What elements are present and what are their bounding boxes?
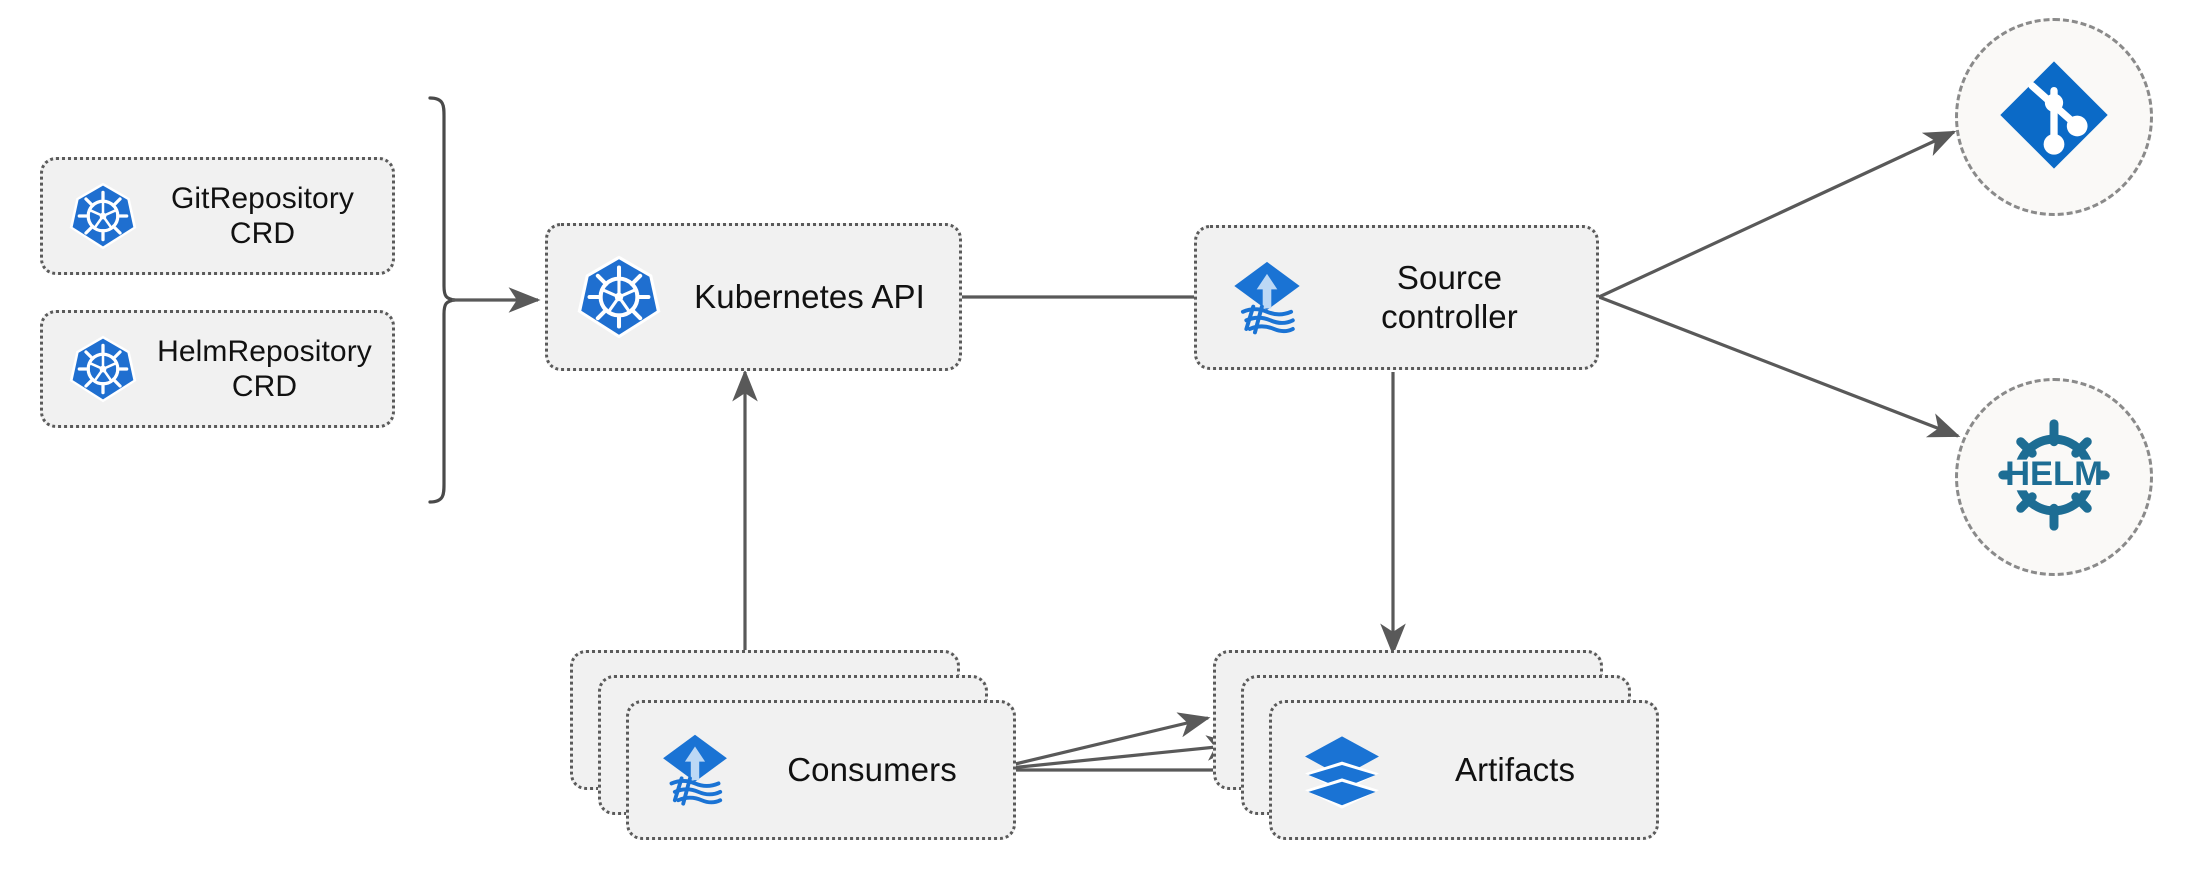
node-label: Artifacts (1454, 750, 1576, 788)
node-label: GitRepository CRD (170, 181, 355, 250)
node-label: Kubernetes API (694, 277, 925, 315)
node-source-controller[interactable]: Source controller (1194, 225, 1599, 370)
kubernetes-icon (57, 332, 149, 406)
node-kubernetes-api[interactable]: Kubernetes API (545, 223, 962, 371)
edge-source-to-git (1598, 130, 1957, 299)
node-gitrepository-crd[interactable]: GitRepository CRD (40, 157, 395, 275)
flux-source-icon (643, 728, 747, 812)
flux-source-icon (1213, 255, 1321, 341)
edge-source-to-helm (1598, 295, 1961, 438)
node-label: HelmRepository CRD (157, 334, 372, 403)
helm-icon: HELM (1990, 411, 2118, 544)
git-icon (1993, 54, 2115, 181)
node-helm-provider[interactable]: HELM (1955, 378, 2153, 576)
kubernetes-icon (564, 251, 674, 343)
node-git-provider[interactable] (1955, 18, 2153, 216)
kubernetes-icon (57, 179, 149, 253)
node-consumers[interactable]: Consumers (626, 700, 1016, 840)
edge-consumers-to-artifact-mid (989, 735, 1239, 772)
layers-icon (1290, 728, 1394, 812)
crd-bracket (428, 96, 541, 504)
node-label: Source controller (1381, 258, 1518, 335)
node-label: Consumers (787, 750, 957, 788)
helm-wordmark: HELM (2005, 455, 2103, 493)
node-artifacts[interactable]: Artifacts (1269, 700, 1659, 840)
node-helmrepository-crd[interactable]: HelmRepository CRD (40, 310, 395, 428)
edge-consumers-to-artifact-back (989, 712, 1211, 772)
